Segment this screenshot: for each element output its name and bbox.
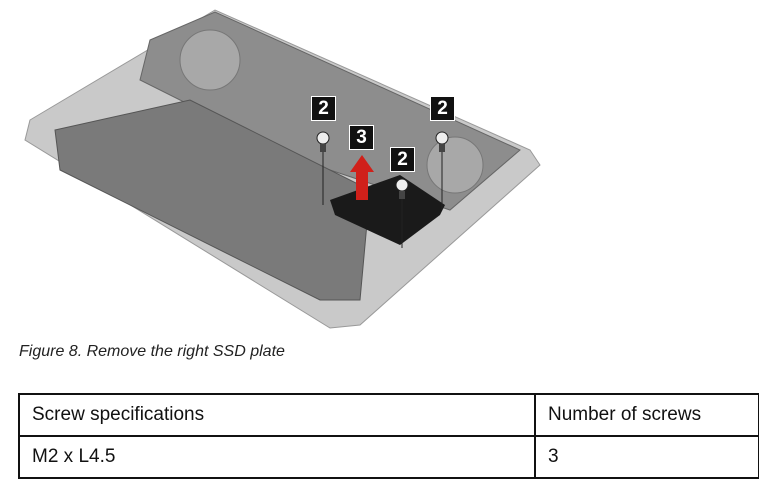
cell-screw-spec: M2 x L4.5: [18, 435, 536, 479]
screw-spec-table: Screw specifications Number of screws M2…: [18, 393, 759, 479]
screw-icon: [316, 131, 330, 152]
laptop-drawing: [24, 9, 541, 329]
header-number-of-screws: Number of screws: [534, 393, 759, 437]
figure-caption: Figure 8. Remove the right SSD plate: [19, 343, 285, 360]
table-header-row: Screw specifications Number of screws: [18, 393, 759, 437]
screw-icon: [395, 178, 409, 199]
cell-screw-count: 3: [534, 435, 759, 479]
lift-arrow-icon: [350, 155, 374, 200]
callout-2: 2: [311, 96, 336, 121]
laptop-bottom-illustration: 2 3 2 2: [0, 0, 560, 335]
callout-2: 2: [390, 147, 415, 172]
fan-right: [426, 136, 484, 194]
callout-3: 3: [349, 125, 374, 150]
battery: [54, 99, 371, 301]
callout-2: 2: [430, 96, 455, 121]
fan-left: [179, 29, 241, 91]
screw-icon: [435, 131, 449, 152]
header-screw-spec: Screw specifications: [18, 393, 536, 437]
table-row: M2 x L4.5 3: [18, 435, 759, 479]
